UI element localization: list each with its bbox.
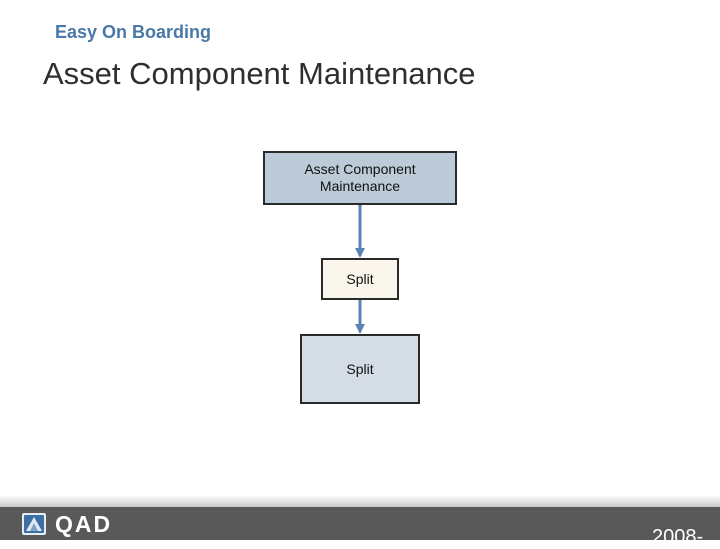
footer-bar: [0, 507, 720, 540]
asset-component-maintenance-label: Asset Component Maintenance: [304, 161, 416, 194]
qad-logo-text: QAD: [55, 511, 113, 537]
split-result-label: Split: [346, 360, 374, 377]
footer-shade: [0, 495, 720, 507]
footer-year: 2008-: [652, 526, 704, 548]
qad-logo-icon: [22, 513, 46, 535]
asset-component-maintenance-node: Asset Component Maintenance: [263, 151, 457, 205]
slide-title: Asset Component Maintenance: [43, 56, 476, 91]
slide-subtitle: Easy On Boarding: [55, 22, 212, 42]
qad-logo: QAD: [22, 511, 113, 537]
split-step-node: Split: [321, 258, 399, 300]
split-step-label: Split: [346, 270, 374, 287]
split-result-node: Split: [300, 334, 420, 404]
